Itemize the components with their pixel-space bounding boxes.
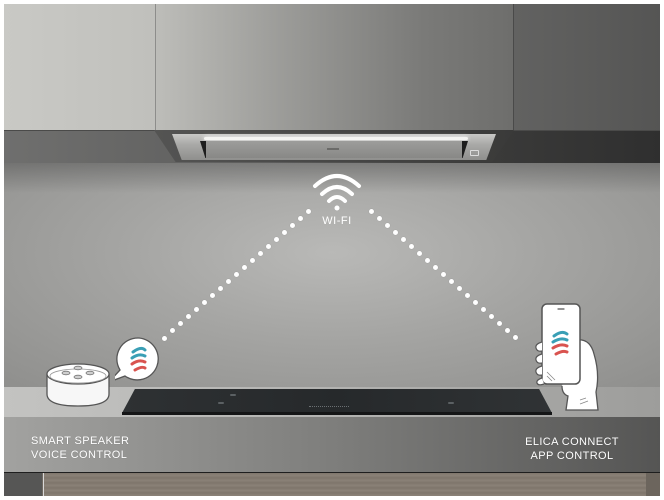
smart-speaker-icon: [46, 363, 110, 407]
hob-edge: [122, 412, 552, 415]
drawer-wood-front: [43, 473, 647, 496]
induction-hob: [122, 389, 552, 413]
hob-zone-mark: [448, 402, 454, 404]
caption-line: ELICA CONNECT: [525, 436, 619, 448]
drawer-left: [4, 473, 42, 496]
elica-logo-icon: [130, 346, 147, 372]
caption-line: APP CONTROL: [530, 450, 614, 462]
caption-line: VOICE CONTROL: [31, 449, 128, 461]
smart-speaker-caption: SMART SPEAKER VOICE CONTROL: [31, 434, 129, 462]
cabinet-middle: [156, 4, 514, 130]
smartphone-in-hand-icon: [535, 303, 599, 411]
hob-zone-mark: [230, 394, 236, 396]
cabinet-right: [514, 4, 660, 130]
wifi-label: WI-FI: [322, 215, 352, 227]
upper-cabinets: [4, 4, 660, 130]
wifi-icon: [313, 174, 361, 211]
hood-light-strip: [204, 137, 468, 140]
countertop-edge: [4, 417, 660, 473]
cabinet-left: [4, 4, 156, 130]
hob-touch-controls: [309, 406, 349, 410]
caption-line: SMART SPEAKER: [31, 435, 130, 447]
drawer-right: [646, 473, 660, 496]
speech-bubble-icon: [115, 337, 159, 381]
hood-control-button: [470, 150, 479, 156]
app-control-caption: ELICA CONNECT APP CONTROL: [502, 435, 642, 463]
hob-zone-mark: [218, 402, 224, 404]
hood-logo: [327, 148, 339, 150]
elica-logo-icon: [551, 330, 569, 356]
kitchen-scene: WI-FI: [4, 4, 660, 496]
